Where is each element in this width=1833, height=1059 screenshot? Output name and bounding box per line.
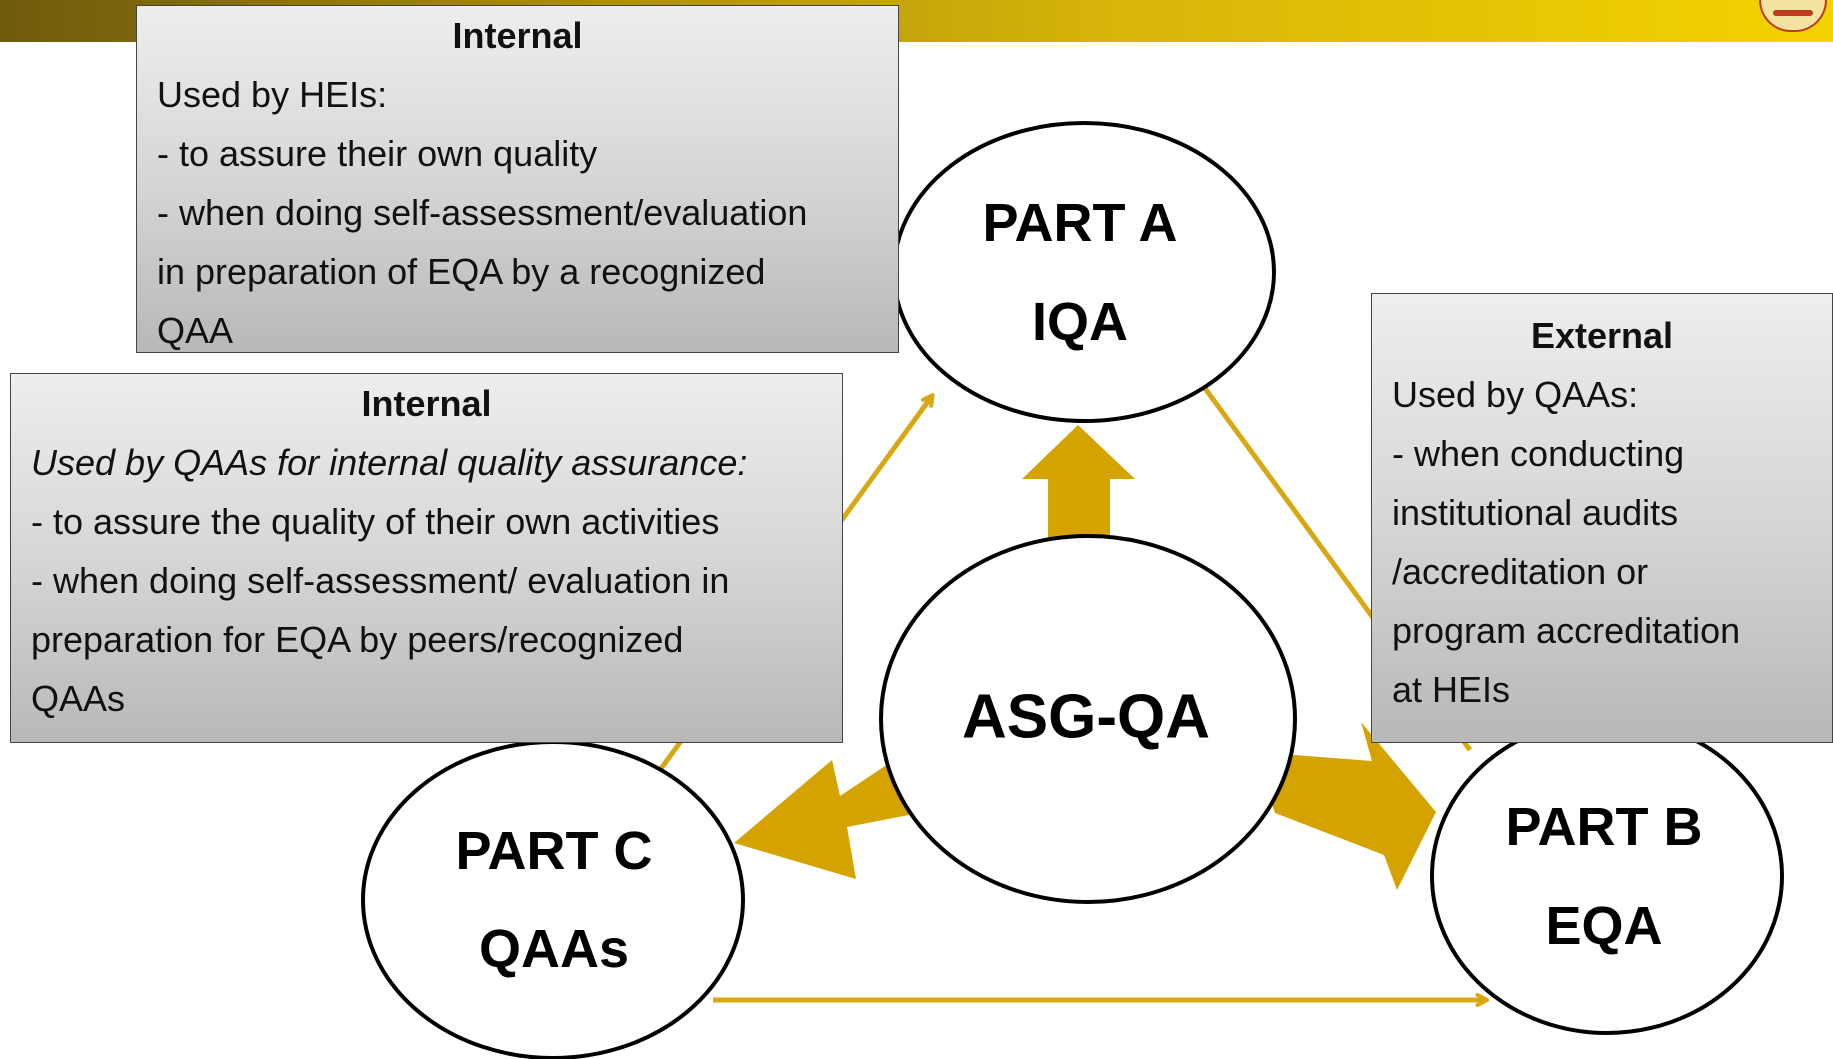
box-line: QAA xyxy=(157,310,234,351)
part-a-title: PART A xyxy=(982,193,1178,253)
box-line: at HEIs xyxy=(1392,669,1511,710)
block-arrow-up xyxy=(1022,425,1135,545)
box-title: External xyxy=(1530,315,1674,356)
part-a-subtitle: IQA xyxy=(1031,292,1129,352)
box-intro: Used by QAAs for internal quality assura… xyxy=(31,442,748,483)
box-line: - when doing self-assessment/ evaluation… xyxy=(31,560,730,601)
box-title: Internal xyxy=(361,383,492,424)
box-line: - when doing self-assessment/evaluation xyxy=(157,192,808,233)
box-line: Used by QAAs: xyxy=(1392,374,1639,415)
box-line: institutional audits xyxy=(1392,492,1679,533)
box-line: - to assure the quality of their own act… xyxy=(31,501,720,542)
part-b-title: PART B xyxy=(1505,797,1703,857)
node-center xyxy=(879,534,1297,904)
part-c-title: PART C xyxy=(455,821,653,881)
node-part-c xyxy=(361,740,745,1059)
part-c-subtitle: QAAs xyxy=(478,919,630,979)
node-part-b xyxy=(1430,717,1784,1035)
box-line: program accreditation xyxy=(1392,610,1741,651)
part-a-internal-box: Internal Used by HEIs: - to assure their… xyxy=(136,5,899,353)
center-label: ASG-QA xyxy=(962,682,1210,752)
box-line: QAAs xyxy=(31,678,126,719)
part-c-internal-box: Internal Used by QAAs for internal quali… xyxy=(10,373,843,743)
part-b-external-box: External Used by QAAs: - when conducting… xyxy=(1371,293,1833,743)
block-arrow-right xyxy=(1255,722,1436,890)
box-title: Internal xyxy=(452,15,583,56)
node-part-a xyxy=(892,121,1276,423)
box-line: preparation for EQA by peers/recognized xyxy=(31,619,684,660)
block-arrow-left xyxy=(734,756,909,879)
box-line: - to assure their own quality xyxy=(157,133,598,174)
box-line: in preparation of EQA by a recognized xyxy=(157,251,766,292)
box-line: /accreditation or xyxy=(1392,551,1649,592)
part-b-subtitle: EQA xyxy=(1545,896,1663,956)
box-line: - when conducting xyxy=(1392,433,1685,474)
box-line: Used by HEIs: xyxy=(157,74,388,115)
